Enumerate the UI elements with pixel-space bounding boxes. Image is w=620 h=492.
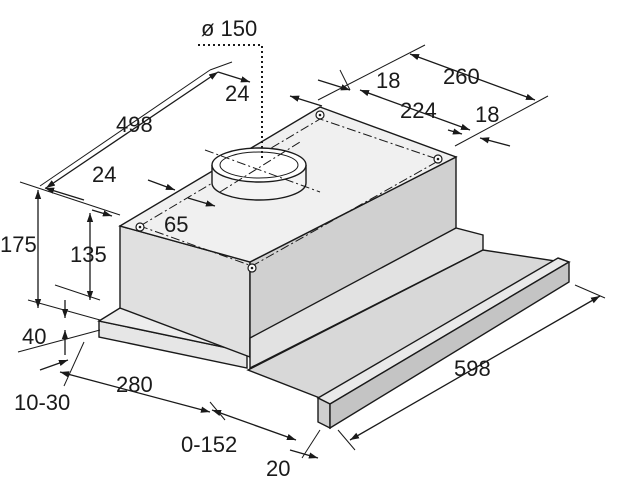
screw-top-right — [433, 154, 443, 164]
visor-face — [317, 396, 331, 430]
dimension-lines — [17, 44, 606, 459]
label-260: 260 — [443, 64, 480, 89]
duct-centerline-a — [219, 141, 301, 193]
screw-top-left — [135, 222, 145, 232]
label-duct-diameter: ø 150 — [201, 16, 257, 41]
label-10-30: 10-30 — [14, 390, 70, 415]
label-24-top: 24 — [225, 81, 249, 106]
screw-top-back — [315, 110, 325, 120]
label-40: 40 — [22, 324, 46, 349]
label-18-right: 18 — [475, 102, 499, 127]
label-24-side: 24 — [92, 162, 116, 187]
label-135: 135 — [70, 242, 107, 267]
label-598: 598 — [454, 356, 491, 381]
label-498: 498 — [116, 112, 153, 137]
duct-collar — [211, 147, 307, 201]
label-224: 224 — [400, 98, 437, 123]
screw-top-front — [247, 263, 257, 273]
label-18-top: 18 — [376, 68, 400, 93]
label-0-152: 0-152 — [181, 432, 237, 457]
dimension-labels: ø 150 260 18 224 18 498 24 24 65 175 135… — [0, 16, 499, 481]
label-20: 20 — [266, 456, 290, 481]
label-65: 65 — [164, 212, 188, 237]
duct-centerline-b — [204, 149, 321, 193]
label-280: 280 — [116, 372, 153, 397]
label-175: 175 — [0, 232, 37, 257]
hood-body — [97, 106, 571, 430]
